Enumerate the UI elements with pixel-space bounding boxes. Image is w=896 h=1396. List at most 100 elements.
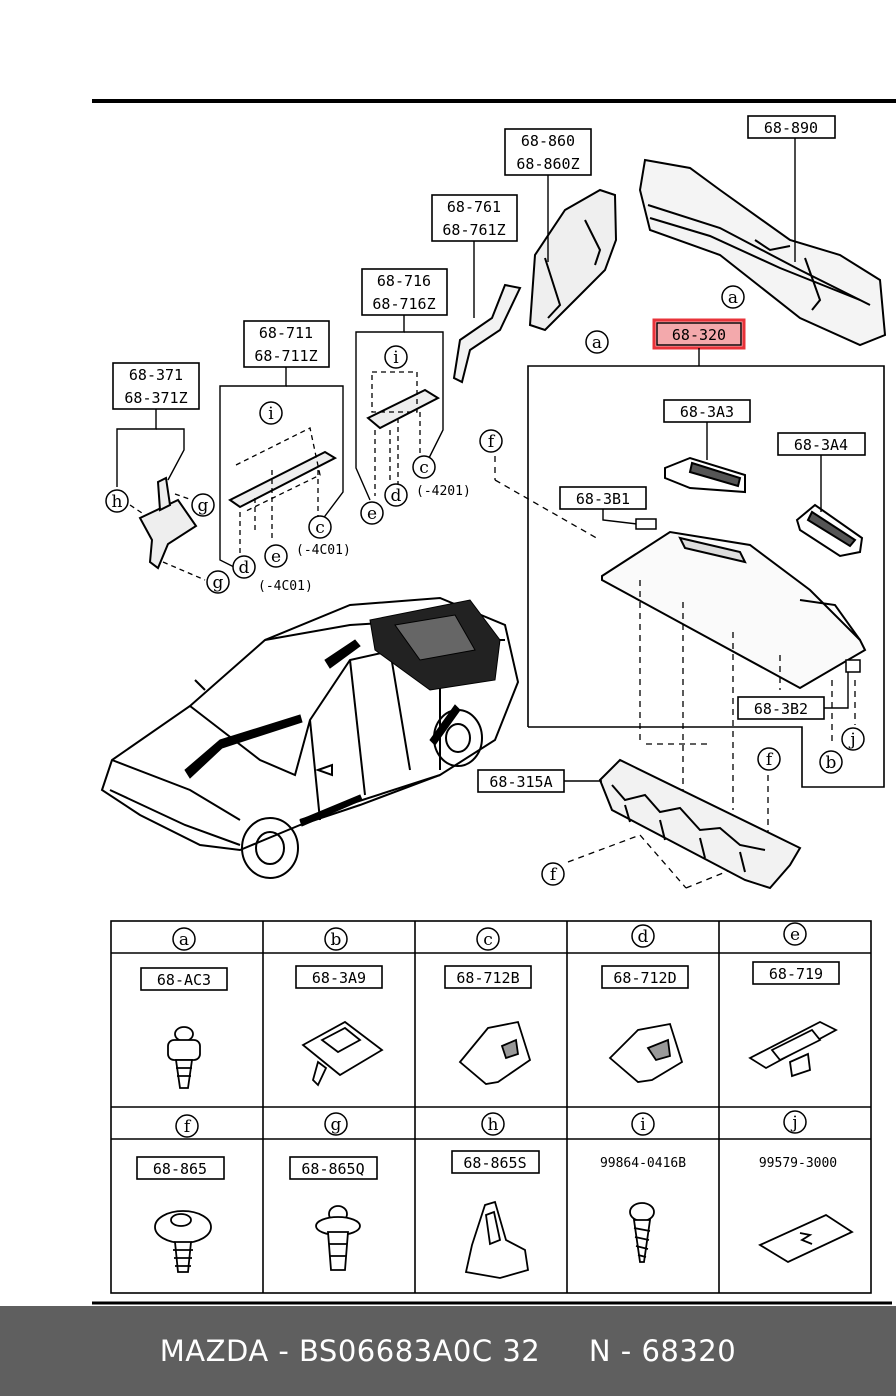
trim-clip-c-icon	[458, 1020, 532, 1085]
fastener-part-d: 68-712D	[613, 969, 676, 987]
fastener-letter-h: h	[488, 1115, 499, 1135]
marker-a-1: a	[728, 288, 738, 308]
marker-c-2: c	[315, 518, 325, 538]
package-shelf-drawing	[601, 530, 867, 690]
tapping-screw-icon	[629, 1202, 655, 1263]
callout-68-761z: 68-761Z	[442, 221, 505, 239]
callout-68-761-box	[431, 194, 518, 242]
fastener-letter-f: f	[184, 1117, 192, 1137]
callout-68-890-box	[747, 115, 836, 139]
fastener-cell-c: c 68-712B	[444, 927, 532, 1085]
marker-i-1: i	[393, 348, 399, 368]
diagram-letter-markers	[105, 285, 865, 886]
rear-panel-drawing	[598, 758, 802, 890]
callout-68-3a3: 68-3A3	[680, 403, 734, 421]
callout-68-371: 68-371	[129, 366, 183, 384]
fastener-part-e: 68-719	[769, 965, 823, 983]
note-4201: (-4201)	[416, 484, 471, 499]
scuff-plate-front-drawing	[228, 450, 338, 509]
note-4c01-a: (-4C01)	[296, 543, 351, 558]
clip-3b1-drawing	[635, 518, 657, 530]
callout-68-711z: 68-711Z	[254, 347, 317, 365]
bracket-drawing	[138, 476, 198, 570]
marker-f-2: f	[766, 750, 774, 770]
pillar-trim-drawing	[452, 283, 522, 384]
car-trim-highlights	[184, 599, 501, 827]
callout-68-371-box	[112, 362, 200, 410]
fastener-part-f: 68-865	[153, 1160, 207, 1178]
fastener-letter-j: j	[790, 1113, 797, 1133]
fastener-cell-b: b 68-3A9	[295, 927, 384, 1087]
marker-b-1: b	[826, 753, 837, 773]
fastener-cell-h: h 68-865S	[451, 1112, 540, 1279]
marker-c-1: c	[419, 458, 429, 478]
fastener-legend-grid	[110, 920, 872, 1294]
package-tray-upper-drawing	[638, 158, 887, 347]
fastener-part-a: 68-AC3	[157, 971, 211, 989]
fastener-letter-a: a	[179, 930, 189, 950]
speaker-grille-3a4-drawing	[795, 503, 864, 558]
fastener-cell-f: f 68-865	[136, 1114, 225, 1273]
callout-68-761: 68-761	[447, 198, 501, 216]
speaker-grille-3a3-drawing	[664, 456, 746, 494]
fastener-letter-g: g	[331, 1115, 342, 1135]
callout-68-890: 68-890	[764, 119, 818, 137]
footer-bar: MAZDA - BS06683A0C 32 N - 68320	[0, 1306, 896, 1396]
fastener-cell-d: d 68-712D	[601, 924, 689, 1083]
group-68-320-frame	[527, 365, 885, 788]
footer-spacer	[540, 1334, 589, 1368]
fastener-part-i: 99864-0416B	[600, 1156, 686, 1171]
marker-h-1: h	[112, 492, 123, 512]
marker-d-1: d	[391, 486, 402, 506]
scuff-plate-rear-drawing	[366, 388, 441, 430]
parts-diagram: 68-890 68-860 68-860Z 68-761 68-761Z 68-…	[92, 99, 896, 1305]
callout-68-3b2: 68-3B2	[754, 700, 808, 718]
marker-d-2: d	[239, 558, 250, 578]
fastener-letter-i: i	[640, 1115, 646, 1135]
callout-68-711: 68-711	[259, 324, 313, 342]
callout-68-716z: 68-716Z	[372, 295, 435, 313]
screw-grommet-icon	[167, 1026, 201, 1089]
marker-g-1: g	[198, 496, 209, 516]
fastener-part-g: 68-865Q	[301, 1160, 364, 1178]
marker-f-3: f	[550, 865, 558, 885]
note-4c01-b: (-4C01)	[258, 579, 313, 594]
fastener-letter-e: e	[790, 925, 800, 945]
marker-e-2: e	[271, 547, 281, 567]
fastener-cell-i: i 99864-0416B	[600, 1112, 686, 1263]
footer-part-number: MAZDA - BS06683A0C 32	[159, 1334, 541, 1368]
callout-68-320[interactable]: 68-320	[672, 326, 726, 344]
quarter-trim-drawing	[528, 188, 618, 332]
marker-g-2: g	[213, 573, 224, 593]
retainer-clip-icon	[748, 1020, 838, 1078]
footer-reference: N - 68320	[588, 1334, 737, 1368]
callout-68-315a: 68-315A	[489, 773, 552, 791]
fastener-cell-g: g 68-865Q	[289, 1112, 378, 1271]
push-rivet-icon	[154, 1210, 212, 1273]
callout-68-711-box	[243, 320, 330, 368]
nylon-clip-icon	[464, 1200, 530, 1279]
fastener-cell-e: e 68-719	[748, 922, 840, 1078]
fastener-cell-j: j 99579-3000	[758, 1110, 854, 1264]
marker-a-2: a	[592, 333, 602, 353]
callout-68-716-box	[361, 268, 448, 316]
foam-pad-icon	[758, 1213, 854, 1264]
spring-clip-icon	[301, 1020, 384, 1087]
clip-3b2-drawing	[845, 659, 861, 673]
callout-68-860z: 68-860Z	[516, 155, 579, 173]
trim-clip-d-icon	[608, 1022, 684, 1083]
fastener-letter-b: b	[331, 930, 342, 950]
callout-68-3a4: 68-3A4	[794, 436, 848, 454]
callout-68-371z: 68-371Z	[124, 389, 187, 407]
fastener-letter-d: d	[638, 927, 649, 947]
marker-i-2: i	[268, 404, 274, 424]
fastener-part-h: 68-865S	[463, 1154, 526, 1172]
fastener-letter-c: c	[483, 930, 493, 950]
marker-j-1: j	[848, 730, 855, 750]
fastener-cell-a: a 68-AC3	[140, 927, 228, 1089]
marker-f-1: f	[488, 432, 496, 452]
callout-68-3b1: 68-3B1	[576, 490, 630, 508]
fastener-part-c: 68-712B	[456, 969, 519, 987]
fastener-part-j: 99579-3000	[759, 1156, 837, 1171]
fastener-part-b: 68-3A9	[312, 969, 366, 987]
